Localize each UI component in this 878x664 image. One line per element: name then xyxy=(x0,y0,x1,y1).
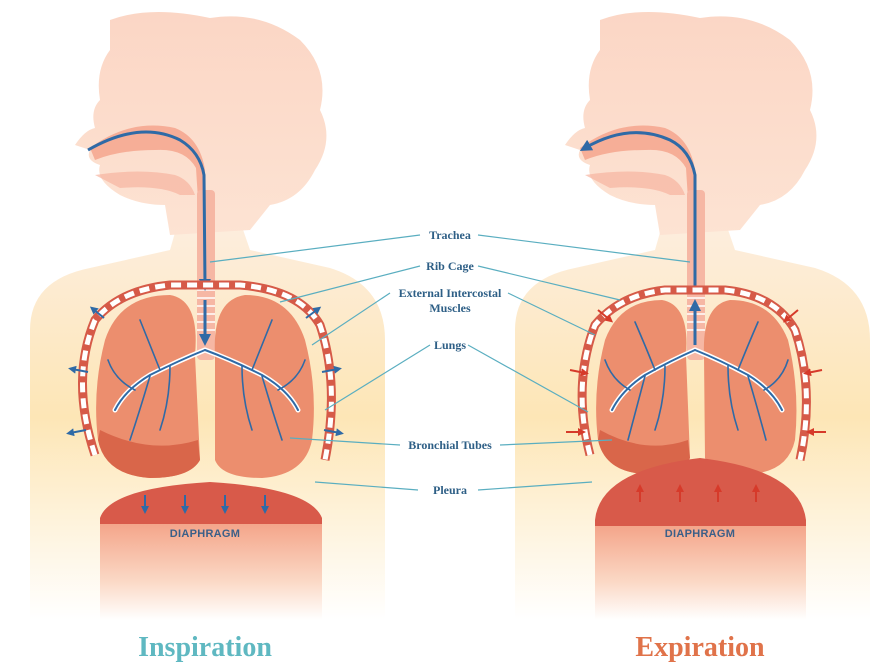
diaphragm-label-left: DIAPHRAGM xyxy=(170,528,241,540)
abdomen-right xyxy=(595,526,806,620)
label-external-intercostal: External Intercostal xyxy=(399,286,502,300)
label-rib-cage: Rib Cage xyxy=(426,259,474,273)
label-lungs: Lungs xyxy=(434,338,466,352)
expiration-title: Expiration xyxy=(635,632,765,663)
inspiration-title: Inspiration xyxy=(138,632,272,663)
inspiration-figure: DIAPHRAGM xyxy=(30,12,385,620)
expiration-figure: DIAPHRAGM xyxy=(515,12,870,620)
label-pleura: Pleura xyxy=(433,483,467,497)
label-trachea: Trachea xyxy=(429,228,471,242)
label-muscles: Muscles xyxy=(429,301,471,315)
diaphragm-label-right: DIAPHRAGM xyxy=(665,528,736,540)
label-bronchial-tubes: Bronchial Tubes xyxy=(408,438,492,452)
